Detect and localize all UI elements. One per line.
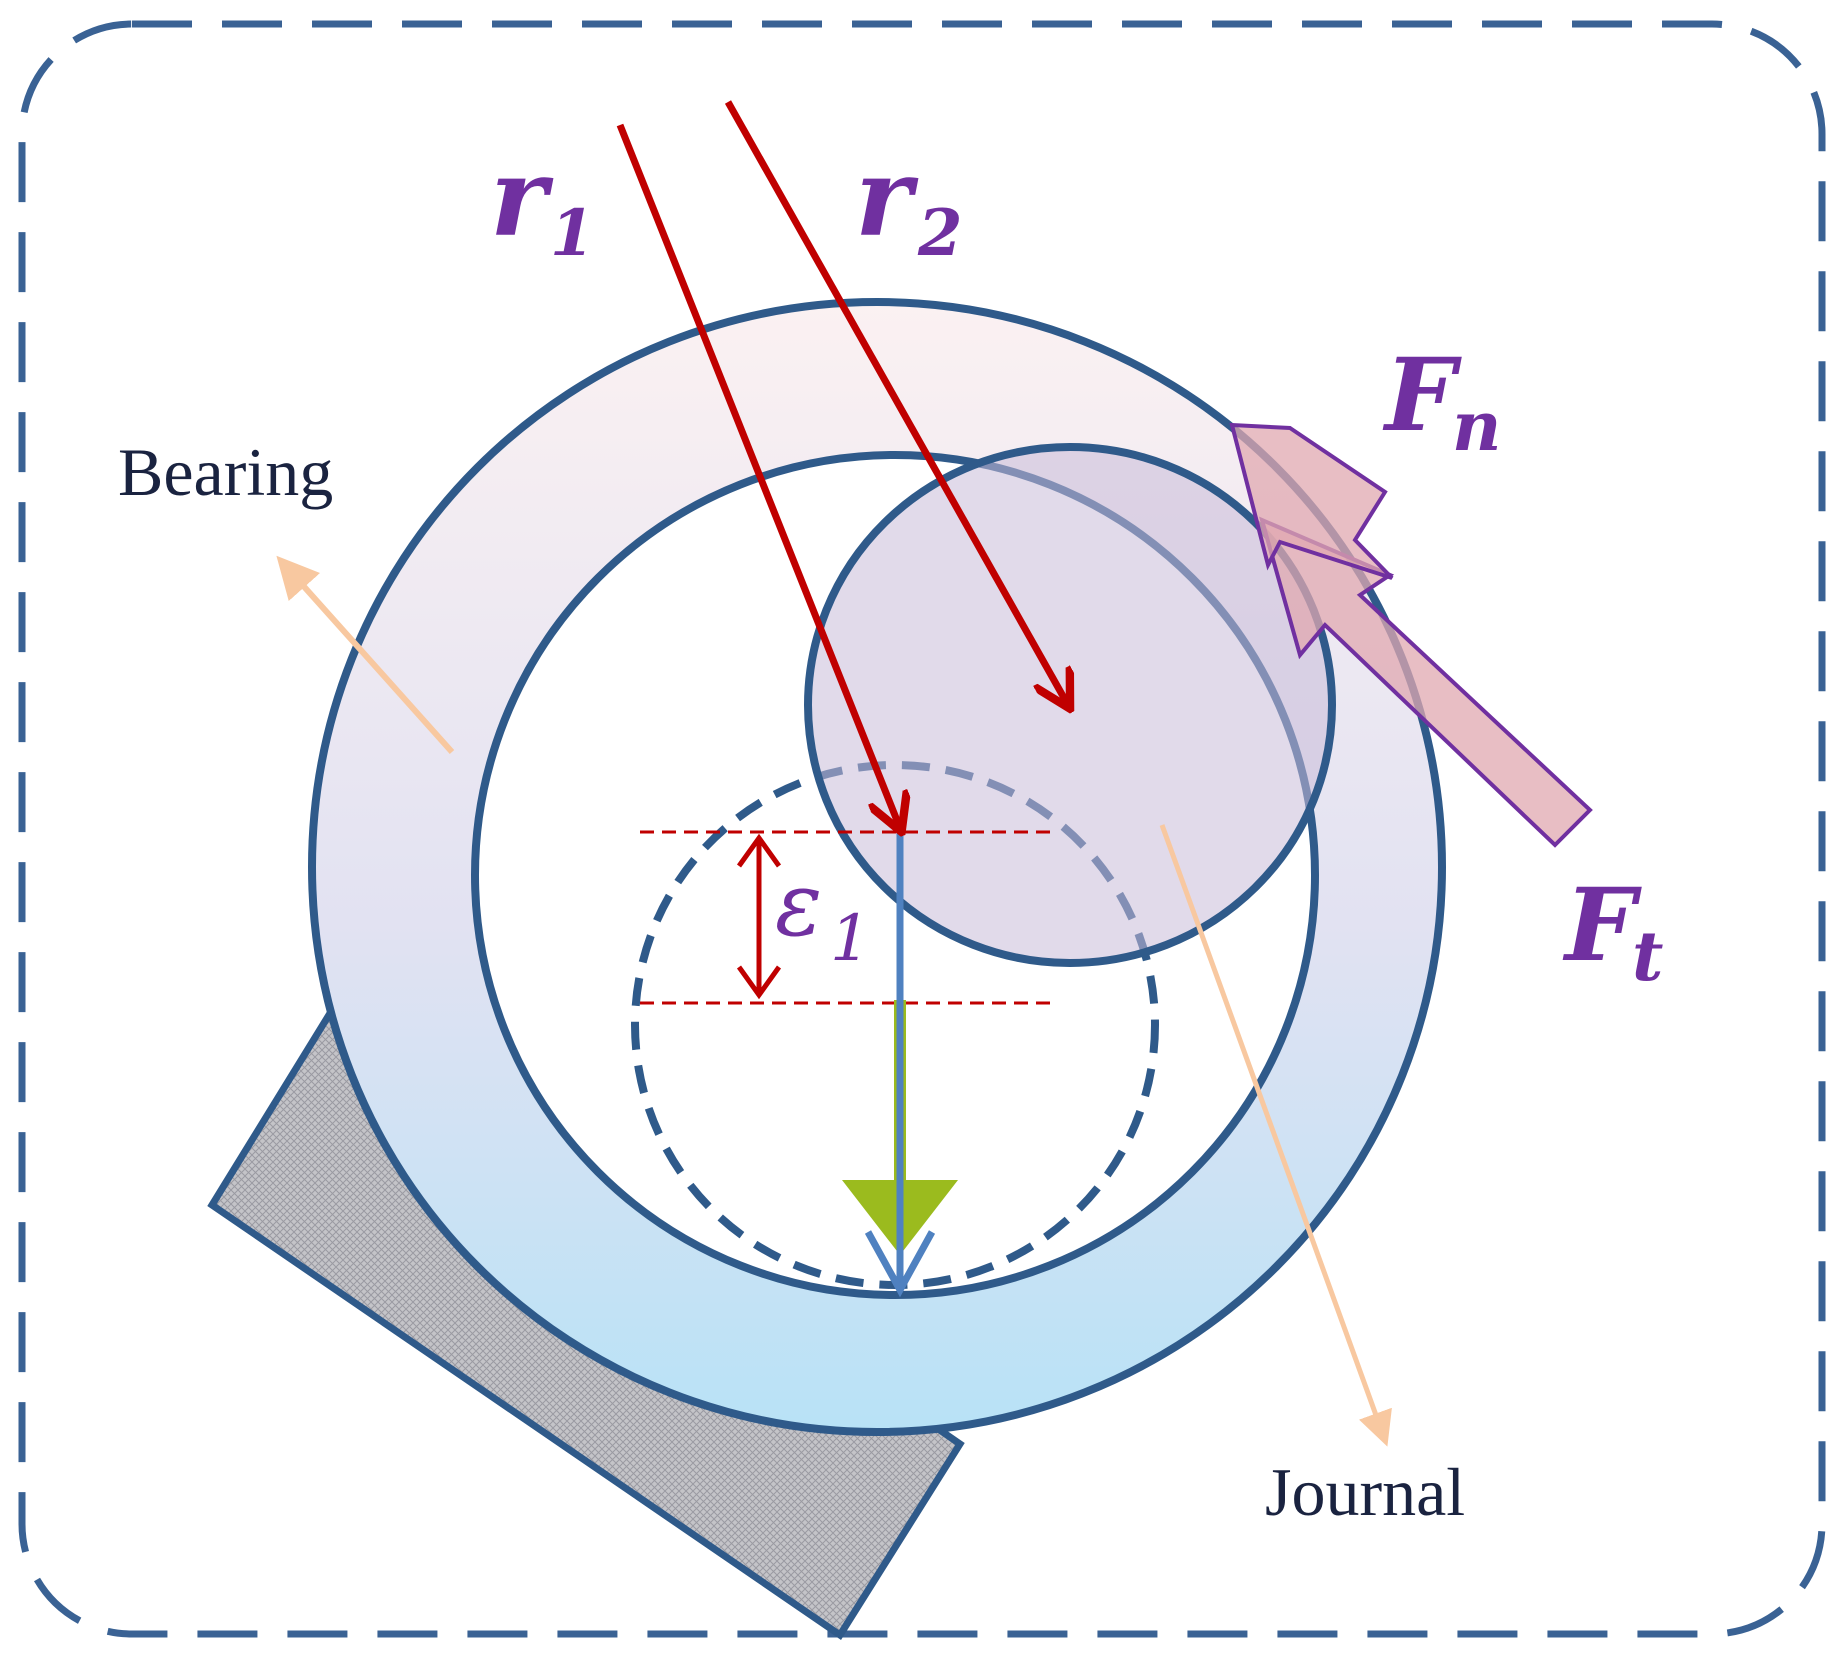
svg-text:F: F: [1562, 866, 1642, 984]
bearing-pointer: [276, 555, 455, 755]
svg-text:n: n: [1452, 387, 1501, 467]
svg-text:r: r: [490, 135, 554, 261]
svg-text:1: 1: [830, 902, 871, 976]
ft-force-arrow: [1258, 516, 1593, 848]
r2-arrow: [724, 100, 1068, 705]
eccentricity-arrow: [736, 833, 782, 1000]
eccentricity-vector-head: [864, 1230, 936, 1298]
frame-border: [18, 20, 1826, 1638]
fn-label: F n: [1382, 336, 1501, 467]
journal-label: Journal: [1265, 1454, 1465, 1530]
bearing-label: Bearing: [118, 434, 333, 510]
svg-text:F: F: [1382, 336, 1462, 454]
svg-text:2: 2: [917, 196, 963, 271]
r1-label: r 1: [490, 135, 595, 271]
r2-label: r 2: [855, 135, 963, 271]
journal-disc: [804, 443, 1336, 967]
svg-text:1: 1: [550, 196, 595, 271]
r1-arrow: [616, 123, 900, 828]
svg-text:ε: ε: [775, 853, 822, 956]
svg-text:t: t: [1632, 917, 1663, 997]
svg-text:r: r: [855, 135, 919, 261]
journal-pointer: [1159, 824, 1392, 1447]
fn-force-arrow: [1229, 422, 1394, 580]
ft-label: F t: [1562, 866, 1663, 997]
epsilon-label: ε 1: [775, 853, 871, 976]
